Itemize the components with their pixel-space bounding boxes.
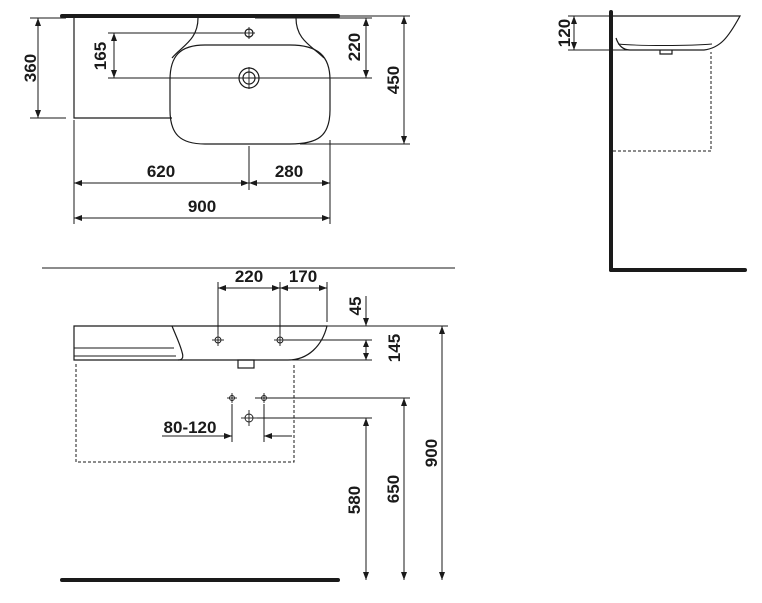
- front-view-shelf-curve: [171, 325, 184, 361]
- dim-hole-edge: 170: [289, 267, 317, 286]
- dim-drain-height: 580: [345, 486, 364, 514]
- top-view-shelf-outline: [73, 18, 172, 119]
- dim-drain-spacing: 80-120: [164, 418, 217, 437]
- tap-hole-marks: [212, 334, 286, 346]
- side-view-drain: [659, 50, 673, 55]
- dim-left-width: 620: [147, 162, 175, 181]
- dim-top-left-height: 360: [21, 54, 40, 82]
- dim-bowl-depth: 220: [345, 33, 364, 61]
- dim-total-depth: 450: [384, 66, 403, 94]
- dim-holes-spacing: 220: [235, 267, 263, 286]
- side-view-cabinet: [613, 52, 712, 152]
- top-view: 360 165 220 450 620 280: [21, 14, 410, 224]
- top-view-shelf-curve-right: [295, 17, 325, 59]
- dim-right-width: 280: [275, 162, 303, 181]
- dim-front-rim: 145: [385, 334, 404, 362]
- dim-waste-height: 650: [384, 475, 403, 503]
- bowl-outline: [169, 44, 331, 145]
- front-view-waste: [237, 359, 255, 369]
- dim-total-width: 900: [188, 197, 216, 216]
- top-view-shelf-curve-left: [171, 17, 199, 59]
- front-view: 220 170 45 145 80-120 580 650: [60, 267, 448, 582]
- dim-front-total-height: 900: [422, 439, 441, 467]
- front-view-cabinet: [75, 364, 295, 463]
- front-view-basin: [73, 325, 328, 361]
- dim-tap-offset: 165: [91, 42, 110, 70]
- dim-side-height: 120: [555, 19, 574, 47]
- dim-front-top: 45: [346, 297, 365, 316]
- side-view: 120: [555, 10, 747, 272]
